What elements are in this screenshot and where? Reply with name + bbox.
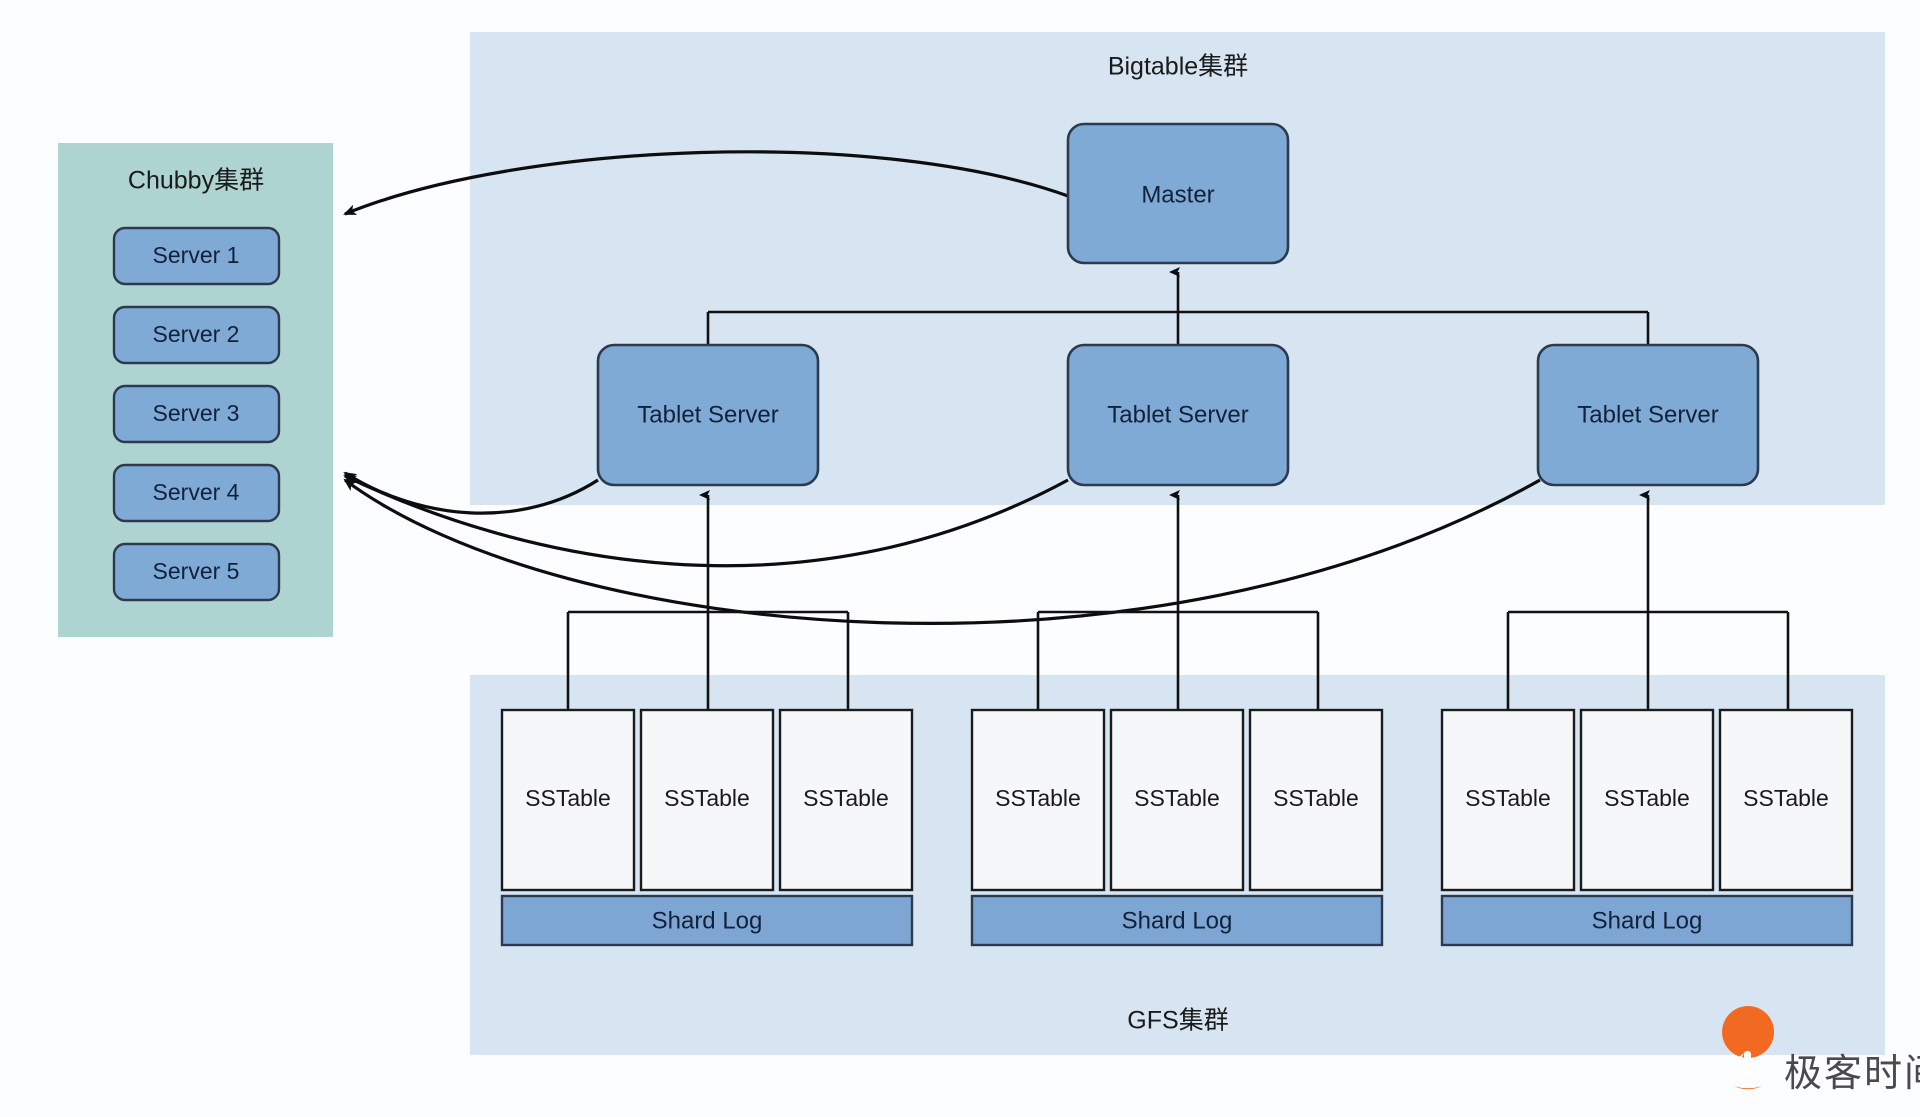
sstable-box[interactable]: SSTable: [639, 708, 775, 892]
sstable-label: SSTable: [1465, 785, 1551, 811]
tablet-server-label: Tablet Server: [637, 401, 778, 428]
sstable-label: SSTable: [525, 785, 611, 811]
sstable-label: SSTable: [803, 785, 889, 811]
sstable-label: SSTable: [1743, 785, 1829, 811]
chubby-server-label: Server 5: [153, 558, 240, 584]
connector-tablet2-to-chubby: [343, 474, 1069, 568]
chubby-server-label: Server 4: [153, 479, 240, 505]
sstable-label: SSTable: [664, 785, 750, 811]
gfs-panel-label: GFS集群: [1127, 1007, 1228, 1035]
master-node-label: Master: [1141, 181, 1214, 208]
sstable-box[interactable]: SSTable: [970, 708, 1106, 892]
connector-master-to-chubby: [343, 150, 1069, 216]
sstable-label: SSTable: [1273, 785, 1359, 811]
geektime-logo-icon: [1722, 1006, 1775, 1090]
chubby-server-label: Server 2: [153, 321, 240, 347]
master-node[interactable]: Master: [1066, 122, 1290, 265]
chubby-server-list: Server 1 Server 2 Server 3 Server 4 Serv…: [112, 226, 281, 602]
watermark: 极客时间: [1722, 1006, 1920, 1095]
sstable-box[interactable]: SSTable: [1248, 708, 1384, 892]
connector-layer: [343, 150, 1790, 710]
sstable-label: SSTable: [995, 785, 1081, 811]
bigtable-panel-label: Bigtable集群: [1108, 53, 1248, 81]
chubby-server-label: Server 1: [153, 242, 240, 268]
shard-log-label: Shard Log: [652, 907, 763, 934]
chubby-server-item-3[interactable]: Server 3: [112, 384, 281, 444]
tablet-server-node-2[interactable]: Tablet Server: [1066, 343, 1290, 487]
shard-log-box[interactable]: Shard Log: [970, 894, 1384, 947]
chubby-server-item-1[interactable]: Server 1: [112, 226, 281, 286]
connector-tablet3-to-chubby: [343, 478, 1541, 625]
tablet-server-label: Tablet Server: [1107, 401, 1248, 428]
gfs-group-3: SSTable SSTable SSTable Shard Log: [1440, 708, 1854, 947]
sstable-box[interactable]: SSTable: [500, 708, 636, 892]
tablet-server-node-3[interactable]: Tablet Server: [1536, 343, 1760, 487]
watermark-label: 极客时间: [1784, 1053, 1920, 1095]
sstable-box[interactable]: SSTable: [778, 708, 914, 892]
shard-log-label: Shard Log: [1592, 907, 1703, 934]
tablet-server-label: Tablet Server: [1577, 401, 1718, 428]
sstable-box[interactable]: SSTable: [1579, 708, 1715, 892]
shard-log-label: Shard Log: [1122, 907, 1233, 934]
chubby-panel-label: Chubby集群: [128, 167, 264, 195]
sstable-box[interactable]: SSTable: [1109, 708, 1245, 892]
shard-log-box[interactable]: Shard Log: [500, 894, 914, 947]
gfs-group-1: SSTable SSTable SSTable Shard Log: [500, 708, 914, 947]
gfs-group-2: SSTable SSTable SSTable Shard Log: [970, 708, 1384, 947]
chubby-server-item-4[interactable]: Server 4: [112, 463, 281, 523]
tablet-server-node-1[interactable]: Tablet Server: [596, 343, 820, 487]
sstable-box[interactable]: SSTable: [1440, 708, 1576, 892]
sstable-label: SSTable: [1604, 785, 1690, 811]
shard-log-box[interactable]: Shard Log: [1440, 894, 1854, 947]
chubby-server-item-5[interactable]: Server 5: [112, 542, 281, 602]
chubby-server-label: Server 3: [153, 400, 240, 426]
sstable-box[interactable]: SSTable: [1718, 708, 1854, 892]
chubby-server-item-2[interactable]: Server 2: [112, 305, 281, 365]
sstable-label: SSTable: [1134, 785, 1220, 811]
